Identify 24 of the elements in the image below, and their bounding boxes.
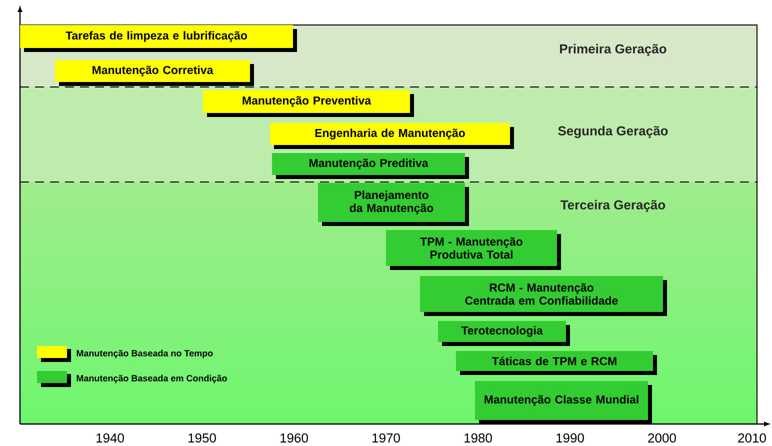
timeline-box: Manutenção Corretiva — [55, 60, 254, 86]
year-label: 1940 — [96, 433, 124, 443]
timeline-box: Manutenção Classe Mundial — [475, 381, 652, 424]
generation-label: Primeira Geração — [560, 44, 666, 56]
year-label: 1960 — [280, 433, 308, 443]
timeline-box: Engenharia de Manutenção — [270, 123, 514, 149]
timeline-box: Manutenção Preditiva — [272, 153, 469, 179]
year-label: 2010 — [738, 433, 766, 443]
legend-text: Manutenção Baseada em Condição — [76, 374, 227, 384]
timeline-box: Tarefas de limpeza e lubrificação — [20, 25, 297, 52]
legend-text: Manutenção Baseada no Tempo — [76, 350, 213, 358]
timeline-box: RCM - Manutenção Centrada em Confiabilidade — [420, 276, 667, 316]
timeline-box: Táticas de TPM e RCM — [456, 351, 657, 375]
timeline-box: Planejamento da Manutenção — [318, 183, 469, 226]
year-label: 1950 — [188, 433, 216, 443]
generation-label: Terceira Geração — [560, 200, 666, 212]
timeline-box: Terotecnologia — [438, 321, 570, 346]
timeline-box: Manutenção Preventiva — [203, 90, 414, 117]
generation-label: Segunda Geração — [558, 126, 668, 138]
timeline-box: TPM - Manutenção Produtiva Total — [386, 230, 561, 270]
year-label: 1970 — [372, 433, 400, 443]
year-label: 1980 — [464, 433, 492, 443]
year-label: 2000 — [648, 433, 676, 443]
node-label: Manutenção Corretiva — [92, 66, 214, 76]
